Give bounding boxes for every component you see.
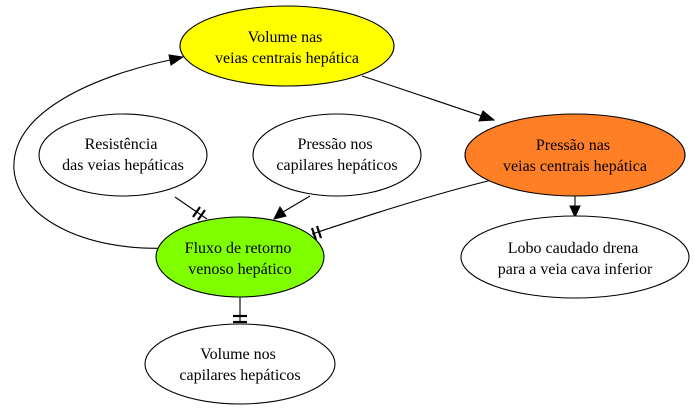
node-volume-capilares: Volume nos capilares hepáticos <box>144 323 336 405</box>
svg-text:Resistência das veias he: Resistência das veias hepáticas <box>62 136 184 174</box>
node-fluxo-retorno-line1: Fluxo de retorno <box>185 240 292 257</box>
node-lobo-caudado-line2: para a veia cava inferior <box>498 261 653 278</box>
node-pressao-veias-centrais-line2: veias centrais hepática <box>503 158 647 175</box>
node-volume-capilares-line2: capilares hepáticos <box>179 367 300 384</box>
node-volume-veias-centrais: Volume nas veias centrais hepática <box>179 5 395 87</box>
node-lobo-caudado: Lobo caudado drena para a veia cava infe… <box>460 215 690 299</box>
svg-text:Volume nas veias centrai: Volume nas veias centrais hepática <box>215 29 359 67</box>
svg-text:Fluxo de retorno venoso: Fluxo de retorno venoso hepático <box>185 240 296 278</box>
node-volume-veias-centrais-line1: Volume nas <box>248 29 323 46</box>
edge-pressao-centrais-to-fluxo <box>311 178 497 235</box>
node-pressao-veias-centrais-line1: Pressão nas <box>536 137 610 154</box>
node-resistencia-line1: Resistência <box>85 136 158 153</box>
svg-text:Pressão nas veias centra: Pressão nas veias centrais hepática <box>503 137 647 175</box>
arrowhead-lobo <box>569 205 581 219</box>
arrowhead-volume-centrais <box>168 54 185 66</box>
node-volume-veias-centrais-shape <box>179 5 395 87</box>
inhibitor-bar-pressao-2 <box>310 227 318 241</box>
node-pressao-veias-centrais-shape <box>464 113 686 197</box>
edge-volume-to-pressao-centrais <box>361 75 483 117</box>
node-resistencia-line2: das veias hepáticas <box>62 157 184 174</box>
arrowhead-pressao-centrais <box>478 110 496 122</box>
node-resistencia-shape <box>38 113 208 197</box>
inhibitor-bar-resistencia-1 <box>192 206 201 218</box>
arrowhead-fluxo-from-capilares <box>273 206 287 220</box>
edge-pressao-capilares-to-fluxo <box>282 195 311 213</box>
inhibitor-bar-resistencia-2 <box>197 209 206 221</box>
node-volume-capilares-shape <box>144 323 336 405</box>
edge-fluxo-to-volume-centrais <box>13 59 171 249</box>
svg-text:Volume nos capilares hep: Volume nos capilares hepáticos <box>179 346 300 384</box>
node-fluxo-retorno-line2: venoso hepático <box>188 261 292 278</box>
node-lobo-caudado-shape <box>460 215 690 299</box>
node-pressao-capilares-shape <box>252 113 422 197</box>
node-resistencia: Resistência das veias hepáticas <box>38 113 208 197</box>
node-pressao-capilares: Pressão nos capilares hepáticos <box>252 113 422 197</box>
inhibitor-bar-pressao-1 <box>315 225 323 239</box>
node-pressao-capilares-line2: capilares hepáticos <box>276 157 397 174</box>
node-fluxo-retorno: Fluxo de retorno venoso hepático <box>155 216 325 298</box>
node-volume-capilares-line1: Volume nos <box>200 346 276 363</box>
node-lobo-caudado-line1: Lobo caudado drena <box>508 240 639 257</box>
svg-text:Lobo caudado drena para: Lobo caudado drena para a veia cava infe… <box>498 240 653 278</box>
node-fluxo-retorno-shape <box>155 216 325 298</box>
node-pressao-veias-centrais: Pressão nas veias centrais hepática <box>464 113 686 197</box>
svg-text:Pressão nos capilares he: Pressão nos capilares hepáticos <box>276 136 397 174</box>
node-pressao-capilares-line1: Pressão nos <box>297 136 372 153</box>
node-volume-veias-centrais-line2: veias centrais hepática <box>215 50 359 67</box>
